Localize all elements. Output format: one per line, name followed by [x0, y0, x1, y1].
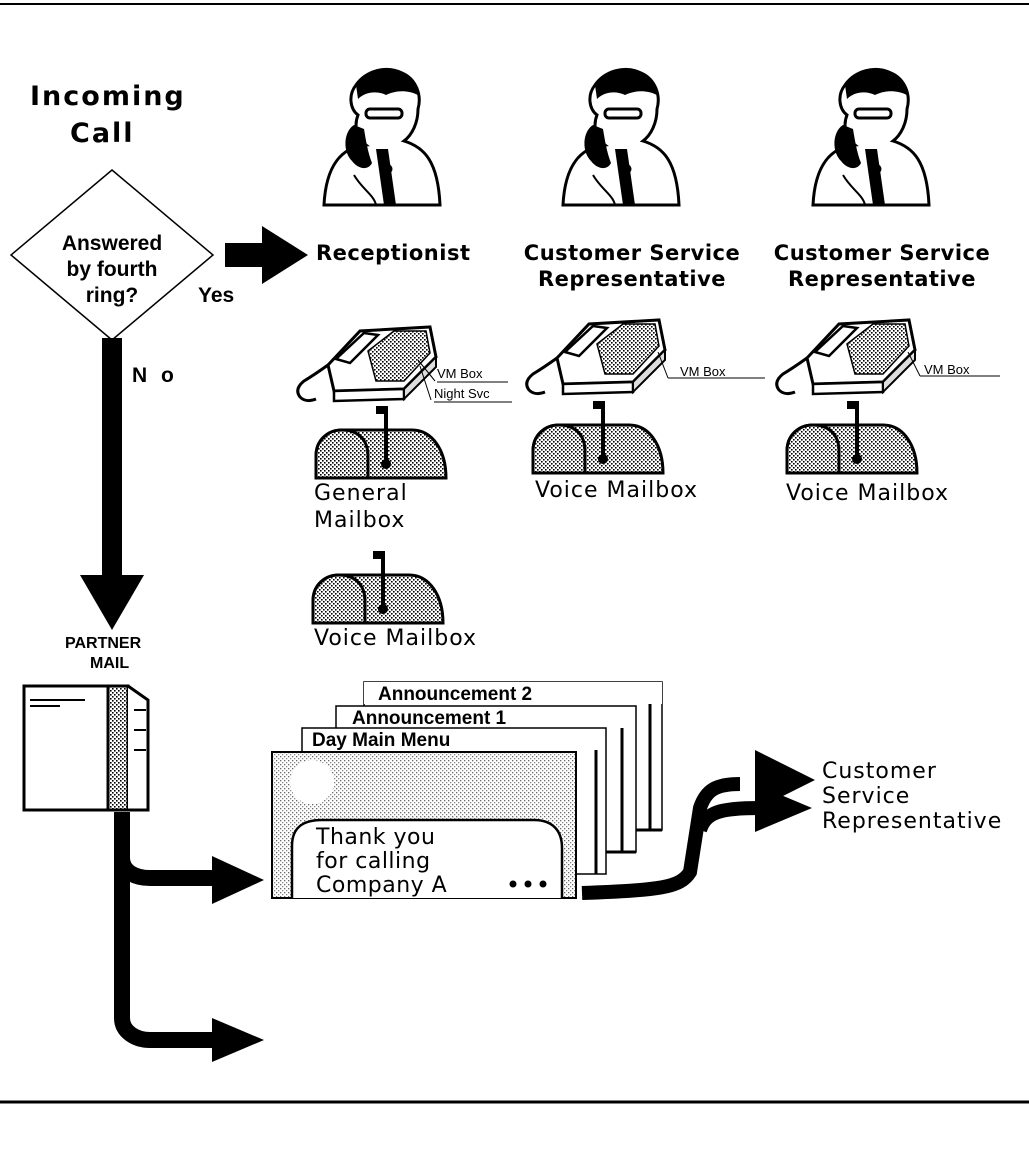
decision-line1: Answered — [62, 232, 162, 255]
general-mailbox-line2: Mailbox — [314, 508, 405, 533]
general-mailbox-line1: General — [314, 481, 408, 506]
decision-line2: by fourth — [67, 258, 158, 281]
day-main-menu-label: Day Main Menu — [312, 730, 450, 751]
csr2-mailbox-label: Voice Mailbox — [786, 481, 949, 506]
vm-box-label-csr1: VM Box — [680, 364, 726, 379]
csr2-label-line2: Representative — [788, 267, 976, 291]
day-branch-line — [581, 777, 741, 900]
ellipsis-icon — [509, 880, 547, 888]
csr1-phone-icon — [525, 318, 667, 396]
csr2-phone-icon — [775, 318, 917, 396]
night-route-arrow — [212, 1018, 264, 1062]
day-message-line3: Company A — [316, 873, 447, 898]
day-branch-line-2 — [693, 801, 761, 833]
night-svc-label: Night Svc — [434, 386, 490, 401]
day-message-line1: Thank you — [315, 825, 435, 850]
vm-box-label: VM Box — [437, 366, 483, 381]
announcement-1-label: Announcement 1 — [352, 708, 507, 729]
decision-diamond — [9, 169, 215, 341]
receptionist-phone-icon — [296, 325, 438, 403]
no-arrow — [80, 338, 144, 630]
receptionist-label: Receptionist — [316, 241, 471, 265]
yes-label: Yes — [198, 284, 234, 307]
general-mailbox-icon — [314, 404, 448, 480]
csr1-label-line1: Customer Service — [524, 241, 740, 265]
csr2-mailbox-icon — [785, 399, 919, 475]
csr1-mailbox-label: Voice Mailbox — [535, 478, 698, 503]
outcome-csr-line1: Customer — [822, 759, 937, 784]
day-message-screen: Thank you for calling Company A — [271, 751, 577, 899]
outcome-csr-line2: Service — [822, 784, 910, 809]
csr1-person-icon — [561, 67, 681, 207]
night-route-line — [114, 858, 215, 1048]
receptionist-person-icon — [322, 67, 442, 207]
receptionist-voice-mailbox-icon — [311, 549, 445, 625]
incoming-call-line1: Incoming — [30, 81, 186, 112]
vm-box-label-csr2: VM Box — [924, 362, 970, 377]
partner-mail-unit-icon — [22, 684, 150, 812]
night-svc-leader — [419, 365, 432, 401]
csr2-person-icon — [811, 67, 931, 207]
decision-line3: ring? — [86, 284, 139, 307]
day-route-arrow — [212, 856, 264, 904]
announcement-2-label: Announcement 2 — [378, 684, 532, 705]
to-receptionist-arrow — [755, 784, 812, 832]
csr1-mailbox-icon — [531, 399, 665, 475]
partner-mail-line2: MAIL — [90, 655, 129, 672]
day-route-line — [114, 812, 215, 886]
vm-box-leader — [417, 359, 436, 382]
csr1-label-line2: Representative — [538, 267, 726, 291]
day-message-line2: for calling — [316, 849, 431, 874]
yes-arrow — [225, 226, 308, 284]
receptionist-voice-mailbox-label: Voice Mailbox — [314, 626, 477, 651]
incoming-call-line2: Call — [70, 118, 135, 149]
partner-mail-line1: PARTNER — [65, 635, 142, 652]
sun-icon — [290, 760, 334, 804]
outcome-csr-line3: Representative — [822, 809, 1002, 834]
csr2-label-line1: Customer Service — [774, 241, 990, 265]
no-label: N o — [132, 364, 178, 387]
